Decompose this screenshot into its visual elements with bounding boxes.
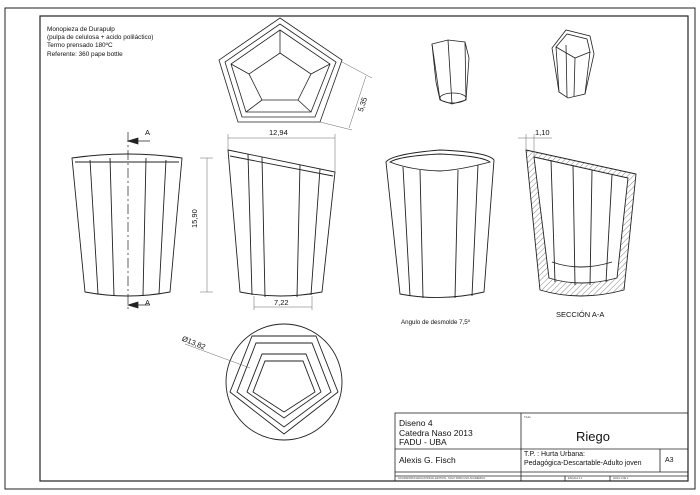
dimension-wall: 1,10 (535, 128, 550, 137)
scale-label: ESCALA 1:1 (568, 477, 583, 480)
project-line-1: T.P. : Hurta Urbana: (524, 451, 585, 458)
author-name: Alexis G. Fisch (399, 455, 456, 465)
course-line-3: FADU - UBA (399, 437, 447, 447)
inner-border (39, 15, 689, 482)
course-line-1: Diseno 4 (399, 418, 433, 428)
front-view-left (71, 153, 183, 297)
dimension-wall (518, 134, 552, 156)
project-line-2: Pedagógica-Descartable-Adulto joven (524, 460, 642, 467)
iso-view-left (431, 39, 470, 105)
footer-note: SOLIDWORKS EDUCATIONAL EDITION - SOLO PA… (398, 477, 486, 480)
section-line-a-a (126, 132, 150, 312)
section-marker-bottom: A (145, 298, 151, 307)
dimension-width-top: 12,94 (269, 128, 288, 137)
sheet-size: A3 (665, 457, 674, 464)
front-view-center (227, 149, 336, 298)
dimension-width-bottom: 7,22 (274, 298, 289, 307)
draft-angle-caption: Angulo de desmolde 7,5º (401, 319, 470, 326)
note-line: Monopieza de Durapulp (47, 26, 115, 33)
drawing-title: Riego (576, 429, 610, 444)
perspective-view (385, 149, 495, 299)
dimension-height: 15,90 (190, 209, 199, 228)
note-line: Termo prensado 180ºC (47, 42, 113, 50)
sheet-number: HOJA 1 DE 1 (613, 477, 629, 480)
section-view-a-a (525, 149, 637, 297)
bottom-view (184, 323, 343, 441)
section-caption: SECCIÓN A-A (556, 310, 605, 319)
section-marker-top: A (145, 128, 151, 137)
note-line: (pulpa de celulosa + acido poliláctico) (47, 34, 154, 42)
name-label: Título: (524, 416, 532, 419)
dimension-lines-center (200, 134, 336, 310)
top-view-pentagon (218, 17, 343, 123)
dimension-side (319, 61, 373, 131)
iso-view-right (551, 29, 595, 99)
outer-border (4, 7, 696, 490)
material-notes: Monopieza de Durapulp (pulpa de celulosa… (47, 26, 153, 59)
note-line: Referente: 360 pape bottle (47, 50, 123, 58)
course-line-2: Catedra Naso 2013 (399, 428, 473, 438)
title-block-frame (394, 412, 689, 482)
